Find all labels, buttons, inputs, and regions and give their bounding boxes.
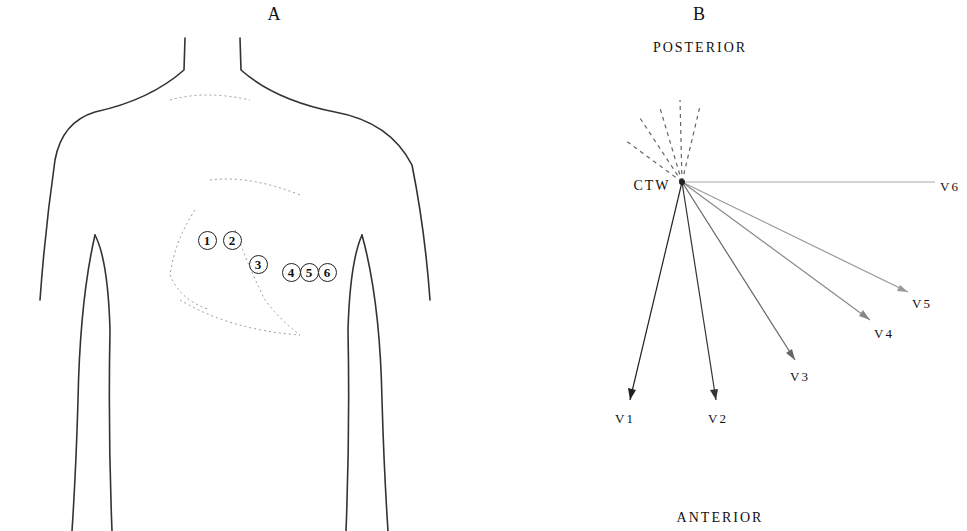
electrode-circle: 4 bbox=[282, 263, 301, 282]
electrode-circle: 5 bbox=[300, 263, 319, 282]
electrode-circle: 6 bbox=[318, 263, 337, 282]
lead-label: V1 bbox=[615, 412, 635, 425]
electrode-circle: 2 bbox=[223, 231, 242, 250]
electrode-number: 2 bbox=[229, 234, 236, 247]
electrode-number: 4 bbox=[288, 266, 295, 279]
lead-label: V4 bbox=[874, 327, 894, 340]
lead-vectors bbox=[625, 100, 935, 400]
orientation-label: ANTERIOR bbox=[677, 511, 764, 525]
terminal-label: CTW bbox=[633, 179, 670, 193]
panel-letter: A bbox=[268, 5, 283, 23]
electrode-number: 5 bbox=[306, 266, 313, 279]
electrode-number: 1 bbox=[204, 234, 211, 247]
lead-label: V6 bbox=[940, 180, 960, 193]
electrode-number: 6 bbox=[324, 266, 331, 279]
lead-label: V5 bbox=[912, 297, 932, 310]
rib-cage bbox=[170, 95, 300, 335]
panel-letter: B bbox=[693, 5, 707, 23]
electrode-circle: 3 bbox=[249, 255, 268, 274]
lead-label: V2 bbox=[708, 412, 728, 425]
orientation-label: POSTERIOR bbox=[653, 41, 747, 55]
torso-outline bbox=[40, 38, 430, 531]
lead-label: V3 bbox=[790, 370, 810, 383]
electrode-circle: 1 bbox=[198, 231, 217, 250]
electrode-number: 3 bbox=[255, 258, 262, 271]
